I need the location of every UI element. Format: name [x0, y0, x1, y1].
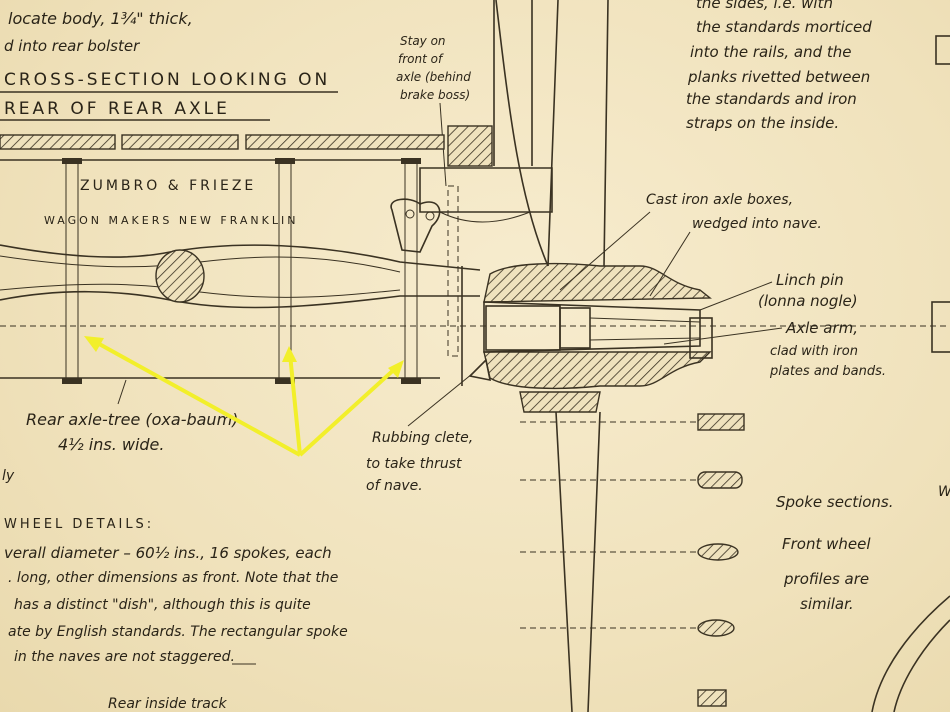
note-sides-5: the standards and iron: [686, 90, 857, 108]
axle-tree-section: [155, 249, 205, 303]
section-title-line-1: CROSS-SECTION LOOKING ON: [4, 70, 330, 90]
bolster-curve: [439, 211, 531, 223]
upper-spoke: [547, 0, 609, 267]
note-sides-4: planks rivetted between: [687, 68, 870, 86]
axle-arm-inner: [485, 305, 561, 351]
side-rail-block: [447, 125, 493, 167]
note-locate-body: locate body, 1¾" thick,: [8, 9, 193, 28]
front-wheel-rim-arc-inner: [893, 619, 950, 712]
bolster-block: [419, 167, 553, 213]
stay-rivet-2: [425, 211, 435, 221]
highlight-arrows: [84, 336, 404, 457]
edge-fragment-box-top: [935, 35, 950, 65]
leader-axle-arm: [663, 327, 783, 345]
body-standard: [493, 0, 533, 166]
label-axle-tree-2: 4½ ins. wide.: [58, 435, 164, 454]
label-axle-tree-1: Rear axle-tree (oxa-baum): [26, 410, 238, 429]
label-linch-pin-1: Linch pin: [776, 271, 844, 289]
note-stay-2: front of: [398, 52, 444, 66]
note-sides-1: the sides, i.e. with: [696, 0, 833, 12]
wheel-details-title: WHEEL DETAILS:: [4, 517, 154, 532]
label-cast-iron-1: Cast iron axle boxes,: [646, 192, 793, 208]
note-stay-1: Stay on: [400, 34, 446, 48]
stay-rivet-1: [405, 209, 415, 219]
wheel-details-line-4: ate by English standards. The rectangula…: [8, 624, 348, 640]
axle-taper-inner-2: [0, 283, 401, 298]
leader-axle-tree: [117, 379, 127, 405]
wheel-details-line-2: . long, other dimensions as front. Note …: [8, 570, 338, 586]
leader-cast-iron-a: [559, 211, 651, 291]
label-axle-arm-2: clad with iron: [770, 344, 858, 359]
note-sides-3: into the rails, and the: [690, 43, 852, 61]
leader-rubbing-clete: [407, 373, 473, 427]
rear-inside-track-label: Rear inside track: [108, 696, 228, 712]
note-sides-6: straps on the inside.: [686, 114, 839, 132]
axle-bolts: [62, 158, 421, 384]
label-front-wheel-3: similar.: [800, 595, 854, 613]
note-sides-2: the standards morticed: [696, 18, 872, 36]
bolster-bar-1: [0, 134, 116, 150]
wheel-details-line-5: in the naves are not staggered.: [14, 649, 235, 665]
label-axle-arm-1: Axle arm,: [785, 319, 858, 337]
lower-spoke: [555, 411, 601, 712]
label-linch-pin-2: (lonna nogle): [758, 292, 858, 310]
note-stay-4: brake boss): [400, 88, 470, 102]
label-front-wheel-1: Front wheel: [782, 535, 871, 553]
axle-taper-bottom: [0, 290, 480, 309]
bolster-bar-2: [121, 134, 239, 150]
label-rubbing-clete-1: Rubbing clete,: [372, 430, 473, 446]
label-axle-arm-3: plates and bands.: [769, 364, 886, 379]
label-rubbing-clete-3: of nave.: [366, 478, 423, 494]
front-wheel-rim-arc: [871, 595, 950, 712]
brake-stay-plate: [390, 198, 441, 253]
label-front-wheel-2: profiles are: [783, 570, 869, 588]
wheel-rim-curve: [495, 0, 549, 267]
section-title-line-2: REAR OF REAR AXLE: [4, 99, 230, 119]
edge-letter: W: [938, 484, 950, 500]
rubbing-clete: [468, 358, 492, 382]
stay-hidden-rod: [447, 185, 459, 357]
maker-stamp-name: ZUMBRO & FRIEZE: [80, 178, 256, 194]
label-spoke-sections: Spoke sections.: [776, 493, 894, 511]
edge-fragment-box: [931, 301, 950, 353]
label-rubbing-clete-2: to take thrust: [366, 456, 462, 472]
wheel-hub: [461, 262, 713, 413]
bolster-bar-3: [245, 134, 445, 150]
note-stay-3: axle (behind: [396, 70, 471, 84]
text-fragment-ly: ly: [2, 468, 15, 484]
maker-stamp-place: WAGON MAKERS NEW FRANKLIN: [44, 214, 298, 227]
leader-cast-iron-b: [649, 231, 691, 297]
leader-linch-pin: [699, 281, 773, 311]
wheel-details-line-1: verall diameter – 60½ ins., 16 spokes, e…: [4, 544, 332, 562]
note-rear-bolster: d into rear bolster: [4, 37, 140, 55]
label-cast-iron-2: wedged into nave.: [692, 216, 822, 232]
spoke-sections: [520, 413, 745, 707]
wheel-details-line-3: has a distinct "dish", although this is …: [14, 597, 311, 613]
axle-taper-top: [0, 244, 481, 271]
